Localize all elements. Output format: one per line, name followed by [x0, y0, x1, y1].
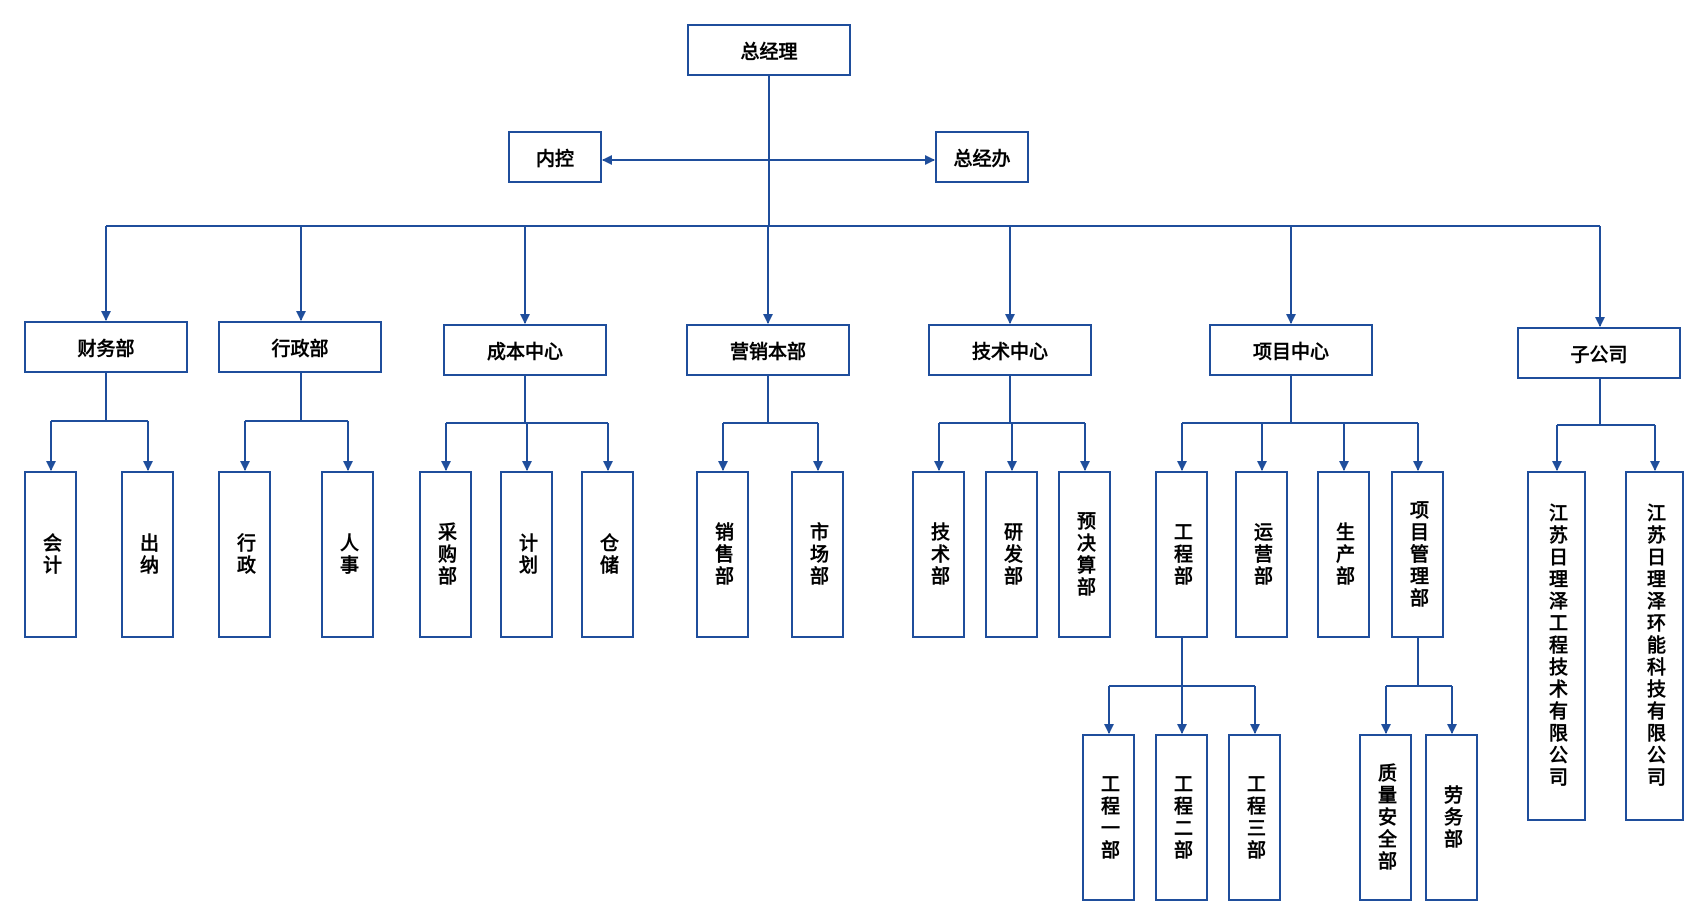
node-hr-label: 人事 — [337, 532, 359, 577]
node-admin-sub: 行政 — [218, 471, 271, 638]
node-planning-label: 计划 — [516, 532, 538, 577]
node-accounting-label: 会计 — [40, 532, 62, 577]
node-rnd: 研发部 — [985, 471, 1038, 638]
node-budget-label: 预决算部 — [1074, 510, 1096, 599]
node-eng1: 工程一部 — [1082, 734, 1135, 901]
node-project-center-label: 项目中心 — [1252, 340, 1329, 363]
node-operations: 运营部 — [1235, 471, 1288, 638]
node-tech-center: 技术中心 — [928, 324, 1092, 376]
node-ceo-label: 总经理 — [740, 40, 798, 63]
node-sub-env-energy: 江苏日理泽环能科技有限公司 — [1625, 471, 1684, 821]
node-internal-control: 内控 — [508, 131, 602, 183]
node-cashier-label: 出纳 — [137, 532, 159, 577]
node-eng1-label: 工程一部 — [1098, 773, 1120, 862]
node-project-mgmt: 项目管理部 — [1391, 471, 1444, 638]
node-tech-label: 技术部 — [928, 521, 950, 588]
node-eng2: 工程二部 — [1155, 734, 1208, 901]
node-eng3: 工程三部 — [1228, 734, 1281, 901]
node-project-center: 项目中心 — [1209, 324, 1373, 376]
node-admin-label: 行政部 — [271, 337, 329, 360]
node-subsidiary-label: 子公司 — [1570, 343, 1628, 366]
node-warehouse-label: 仓储 — [597, 532, 619, 577]
node-sales: 销售部 — [696, 471, 749, 638]
node-gm-office-label: 总经办 — [953, 147, 1011, 170]
node-sales-label: 销售部 — [712, 521, 734, 588]
node-market-label: 市场部 — [807, 521, 829, 588]
node-marketing-hq-label: 营销本部 — [729, 340, 806, 363]
node-admin-sub-label: 行政 — [234, 532, 256, 577]
node-admin: 行政部 — [218, 321, 382, 373]
node-finance: 财务部 — [24, 321, 188, 373]
node-engineering-label: 工程部 — [1171, 521, 1193, 588]
node-production-label: 生产部 — [1333, 521, 1355, 588]
node-finance-label: 财务部 — [77, 337, 135, 360]
node-rnd-label: 研发部 — [1001, 521, 1023, 588]
node-hr: 人事 — [321, 471, 374, 638]
node-sub-eng-tech: 江苏日理泽工程技术有限公司 — [1527, 471, 1586, 821]
node-quality-safety-label: 质量安全部 — [1375, 762, 1397, 873]
node-tech-center-label: 技术中心 — [971, 340, 1048, 363]
node-tech: 技术部 — [912, 471, 965, 638]
node-purchasing: 采购部 — [419, 471, 472, 638]
node-quality-safety: 质量安全部 — [1359, 734, 1412, 901]
node-accounting: 会计 — [24, 471, 77, 638]
node-project-mgmt-label: 项目管理部 — [1407, 499, 1429, 610]
node-gm-office: 总经办 — [935, 131, 1029, 183]
node-sub-env-energy-label: 江苏日理泽环能科技有限公司 — [1644, 503, 1666, 789]
node-cashier: 出纳 — [121, 471, 174, 638]
node-operations-label: 运营部 — [1251, 521, 1273, 588]
node-production: 生产部 — [1317, 471, 1370, 638]
node-internal-control-label: 内控 — [535, 147, 574, 170]
node-eng3-label: 工程三部 — [1244, 773, 1266, 862]
node-engineering: 工程部 — [1155, 471, 1208, 638]
node-planning: 计划 — [500, 471, 553, 638]
node-cost-center: 成本中心 — [443, 324, 607, 376]
node-sub-eng-tech-label: 江苏日理泽工程技术有限公司 — [1546, 503, 1568, 789]
node-warehouse: 仓储 — [581, 471, 634, 638]
node-purchasing-label: 采购部 — [435, 521, 457, 588]
node-budget: 预决算部 — [1058, 471, 1111, 638]
node-labor: 劳务部 — [1425, 734, 1478, 901]
node-market: 市场部 — [791, 471, 844, 638]
node-cost-center-label: 成本中心 — [486, 340, 563, 363]
node-ceo: 总经理 — [687, 24, 851, 76]
node-labor-label: 劳务部 — [1441, 784, 1463, 851]
node-eng2-label: 工程二部 — [1171, 773, 1193, 862]
node-marketing-hq: 营销本部 — [686, 324, 850, 376]
node-subsidiary: 子公司 — [1517, 327, 1681, 379]
